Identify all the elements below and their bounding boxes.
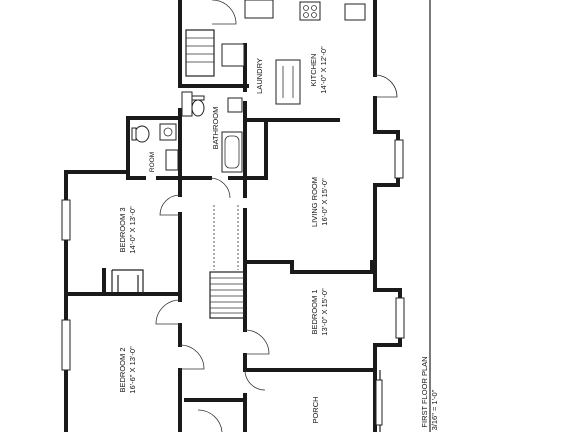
bedroom-2-size: 16'-6" X 13'-0"	[128, 346, 137, 394]
kitchen-fixtures	[221, 1, 366, 105]
bedroom-3-name: BEDROOM 3	[118, 207, 127, 252]
plan-title: FIRST FLOOR PLAN	[420, 356, 429, 427]
title-block: FIRST FLOOR PLAN 3/16" = 1'-0"	[420, 356, 439, 430]
living-room-size: 16'-0" X 15'-0"	[320, 178, 329, 226]
kitchen-name: KITCHEN	[309, 54, 318, 87]
plan-scale: 3/16" = 1'-0"	[430, 389, 439, 430]
doors	[155, 0, 398, 432]
bedroom-2-name: BEDROOM 2	[118, 347, 127, 392]
kitchen-size: 14'-0" X 12'-0"	[319, 46, 328, 94]
windows	[61, 0, 405, 426]
bathroom-fixtures	[131, 91, 243, 173]
stairs	[185, 29, 245, 319]
porch-name: PORCH	[311, 396, 320, 423]
bedroom-3-size: 14'-0" X 13'-0"	[128, 206, 137, 254]
bedroom-1-name: BEDROOM 1	[310, 289, 319, 334]
small-room-label: ROOM	[149, 152, 156, 172]
bathroom-name: BATHROOM	[211, 107, 220, 150]
laundry-name: LAUNDRY	[255, 58, 264, 94]
bedroom-1-size: 13'-0" X 15'-0"	[320, 288, 329, 336]
living-room-name: LIVING ROOM	[310, 177, 319, 227]
walls	[64, 0, 402, 432]
room-labels: KITCHEN 14'-0" X 12'-0" LAUNDRY BATHROOM…	[118, 46, 329, 424]
